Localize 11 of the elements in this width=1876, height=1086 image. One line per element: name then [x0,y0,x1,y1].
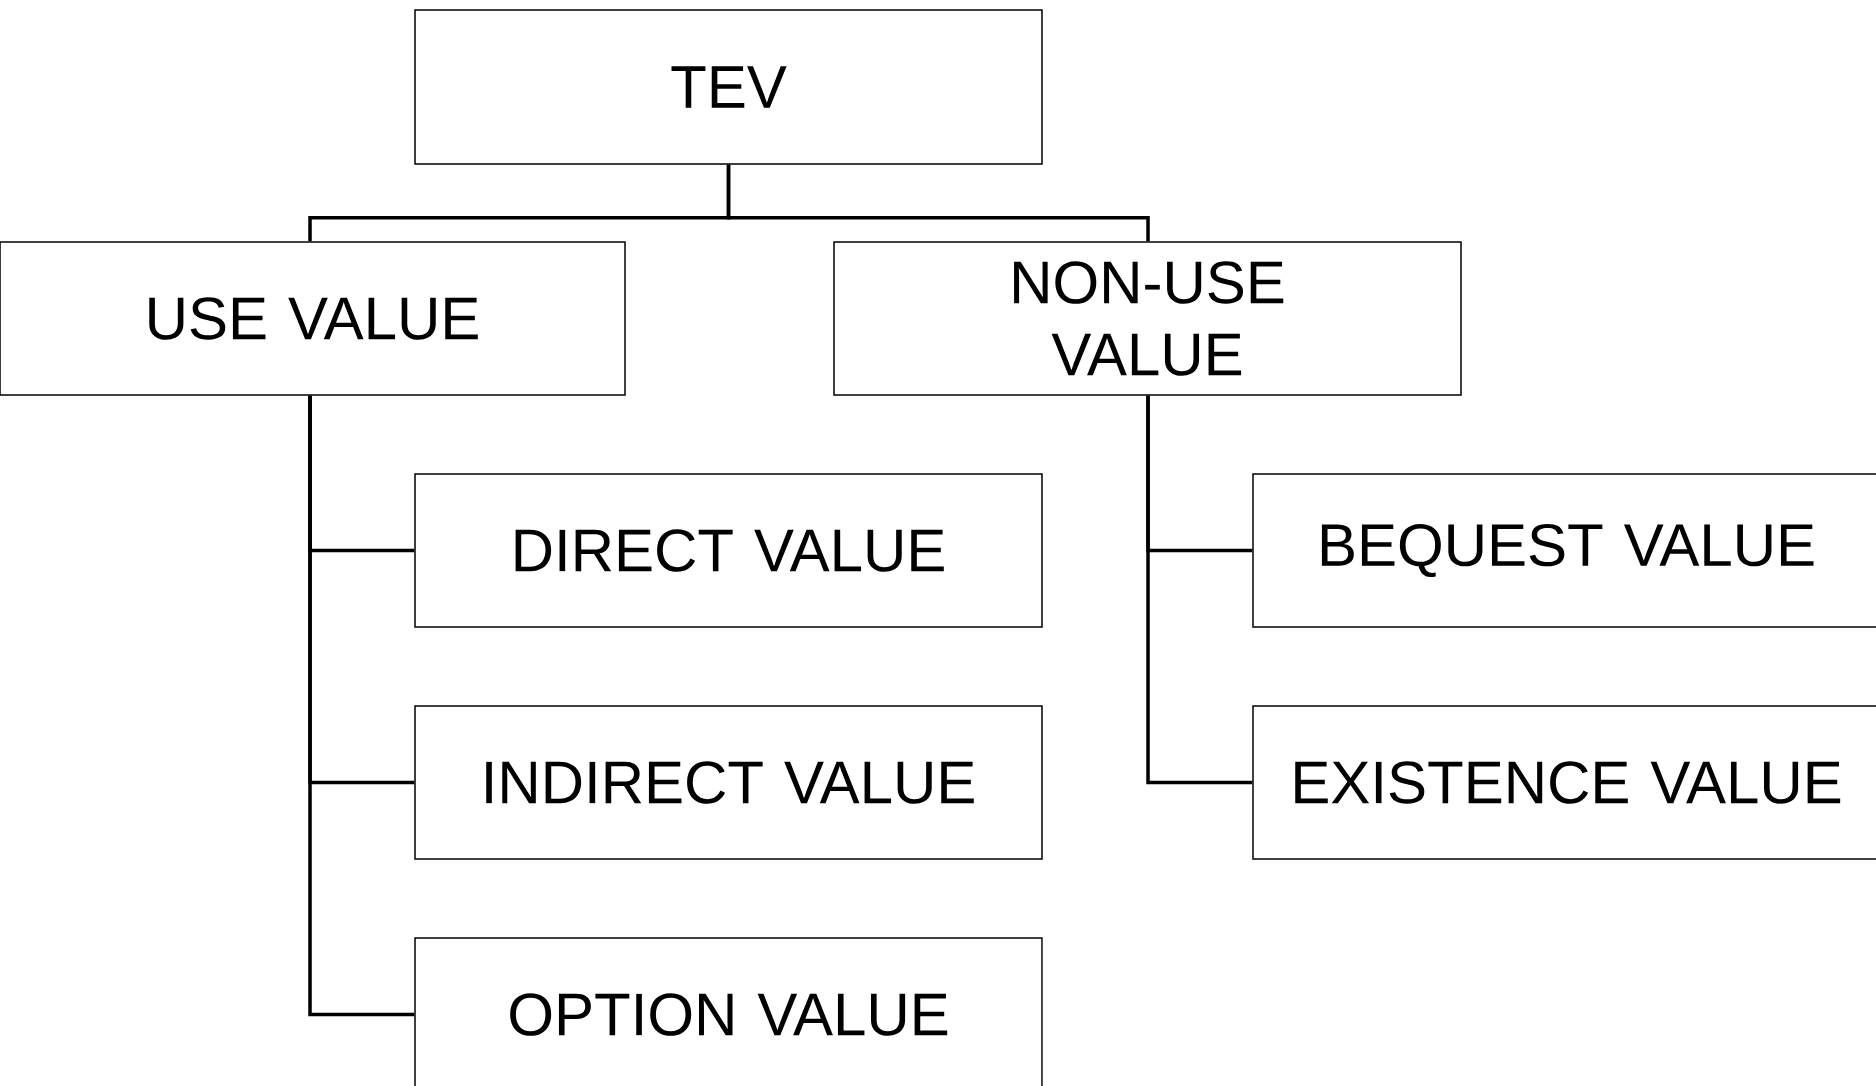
value-box: USE VALUE [0,241,626,396]
value-box: DIRECT VALUE [414,473,1043,628]
value-box: BEQUEST VALUE [1252,473,1876,628]
value-box: NON-USE VALUE [833,241,1462,396]
value-box: INDIRECT VALUE [414,705,1043,860]
value-box: EXISTENCE VALUE [1252,705,1876,860]
value-box: TEV [414,9,1043,165]
connector-line [308,395,415,1017]
value-box: OPTION VALUE [414,937,1043,1086]
connector-line [726,164,1150,242]
connector-line [1146,395,1253,785]
